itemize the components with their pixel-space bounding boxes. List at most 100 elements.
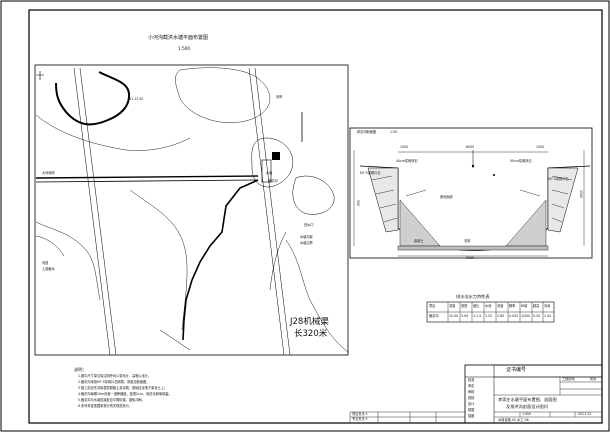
- tb-row: 制图: [468, 408, 475, 412]
- table-header: 流速: [497, 304, 504, 308]
- contour-line: [285, 239, 349, 353]
- plan-label: 河岸: [276, 95, 283, 99]
- road-edge: [248, 67, 285, 356]
- contour-line: [269, 231, 287, 291]
- table-header: 底宽: [461, 304, 468, 308]
- section-label: 沟底: [464, 239, 471, 243]
- river-thick: [55, 71, 131, 126]
- role-label: 专业负责人: [352, 417, 368, 421]
- section-label: 素填土: [414, 239, 424, 243]
- centre-mark: [471, 164, 475, 168]
- leader-line: [405, 189, 427, 197]
- pond-marker: [272, 152, 280, 160]
- table-cell: 15.50: [449, 314, 459, 318]
- note-line: 6.未尽事宜按国家现行有关规范执行。: [78, 404, 133, 408]
- table-cell: 0.025: [509, 314, 519, 318]
- table-cell: 截洪沟: [429, 314, 439, 318]
- section-dim: 500: [356, 200, 361, 207]
- table-header: 项目: [429, 304, 436, 308]
- leader-line: [159, 329, 191, 351]
- section-title: 排洪沟断面图: [357, 130, 377, 134]
- tb-row: 审核: [468, 390, 475, 394]
- road-edge: [254, 67, 291, 356]
- section-label: 40cm浆砌块石: [510, 159, 532, 163]
- pond-structure: [261, 159, 272, 183]
- plan-label: 河道: [42, 261, 49, 265]
- note-line: 1.图中尺寸单位除注明外均以毫米计，高程以米计。: [78, 374, 152, 378]
- section-label: M7.5浆砌片石: [360, 171, 381, 175]
- ditch-bed: [397, 245, 549, 251]
- plan-title: 小河沟截洪水塘平面布置图: [148, 35, 209, 41]
- plan-view: [34, 64, 349, 356]
- tb-row: 审定: [468, 384, 475, 388]
- leader-line: [519, 189, 541, 197]
- tb-row: 校核: [468, 396, 475, 400]
- stage-value: 初设: [590, 377, 597, 381]
- table-cell: 1:1.5: [473, 314, 482, 318]
- section-view: [349, 127, 593, 259]
- table-cell: 3.00: [461, 314, 469, 318]
- table-header: 流量: [449, 304, 456, 308]
- contour-line: [129, 189, 188, 331]
- date-value: 2011.12: [578, 412, 592, 416]
- channel-label: J28机械渠: [290, 317, 329, 327]
- table-cell: 0.30: [533, 314, 541, 318]
- plan-label: 水塘边界: [300, 241, 313, 245]
- section-dim: 1000: [400, 145, 409, 149]
- role-label: 项目负责人: [352, 412, 368, 416]
- tb-row: 批准: [468, 378, 475, 382]
- tb-row: 描图: [468, 414, 475, 418]
- cert-label: 证书编号: [506, 367, 527, 373]
- contour-line: [35, 114, 191, 151]
- plan-label: W1-12.50: [128, 97, 144, 101]
- table-header: 糙率: [509, 304, 516, 308]
- section-dim: 3000: [466, 256, 475, 260]
- table-header: 超高: [533, 304, 540, 308]
- title-block: [464, 364, 603, 424]
- plan-frame: [34, 64, 349, 356]
- section-label: 40cm浆砌块石: [396, 159, 418, 163]
- table-cell: 1/500: [521, 314, 531, 318]
- drawing-number: 水保设施-05-水工-06: [498, 418, 529, 422]
- table-cell: 1.50: [544, 314, 552, 318]
- section-scale: 1:50: [390, 130, 398, 134]
- section-dim: 1000: [536, 145, 545, 149]
- table-header: 纵坡: [521, 304, 528, 308]
- channel-length: 长320米: [294, 329, 328, 339]
- table-header: 沟深: [544, 304, 551, 308]
- hydro-table-title: 排水沟水力特性表: [456, 294, 490, 299]
- hatch: [371, 175, 573, 223]
- contour-line: [35, 235, 65, 257]
- note-line: 3.施工前应先清除表层耕植土及杂物，基础应坐落于原状土上。: [78, 386, 168, 390]
- signature-rows: [349, 411, 465, 423]
- table-cell: 1.20: [485, 314, 493, 318]
- section-dim: 6000: [466, 145, 475, 149]
- intercept-ditch: [182, 179, 259, 341]
- notes-title: 说明：: [74, 367, 87, 372]
- centre-mark: [493, 174, 495, 176]
- plan-label: 进水口: [304, 223, 314, 227]
- left-lining: [367, 167, 399, 233]
- main-channel: [35, 175, 259, 179]
- tb-row: 设计: [468, 402, 475, 406]
- plan-label: 上游截水: [42, 267, 55, 271]
- table-header: 水深: [485, 304, 492, 308]
- pond-outline-2: [292, 175, 335, 215]
- scale-value: 1:500: [522, 412, 532, 416]
- north-arrow-icon: [36, 71, 44, 80]
- section-label: 原地面线: [440, 195, 453, 199]
- drawing-title-1: 李家庄水塘平面布置图、剖面图: [498, 397, 557, 402]
- section-frame: [349, 127, 593, 259]
- section-dim: 1500: [579, 190, 584, 199]
- section-label: M7.5浆砌片石: [548, 177, 569, 181]
- table-header: 坡比: [473, 304, 480, 308]
- drawing-title-2: 及排洪沟剖面设计图(I): [506, 404, 549, 409]
- plan-label: 大河南岸: [42, 171, 55, 175]
- plan-label: 水塘: [266, 171, 273, 175]
- plan-scale: 1:500: [178, 46, 191, 51]
- contour-hill: [175, 67, 271, 123]
- table-cell: 2.85: [497, 314, 505, 318]
- note-line: 5.截洪沟与水塘连接处应平顺衔接，避免冲刷。: [78, 398, 145, 402]
- right-lining: [547, 167, 579, 233]
